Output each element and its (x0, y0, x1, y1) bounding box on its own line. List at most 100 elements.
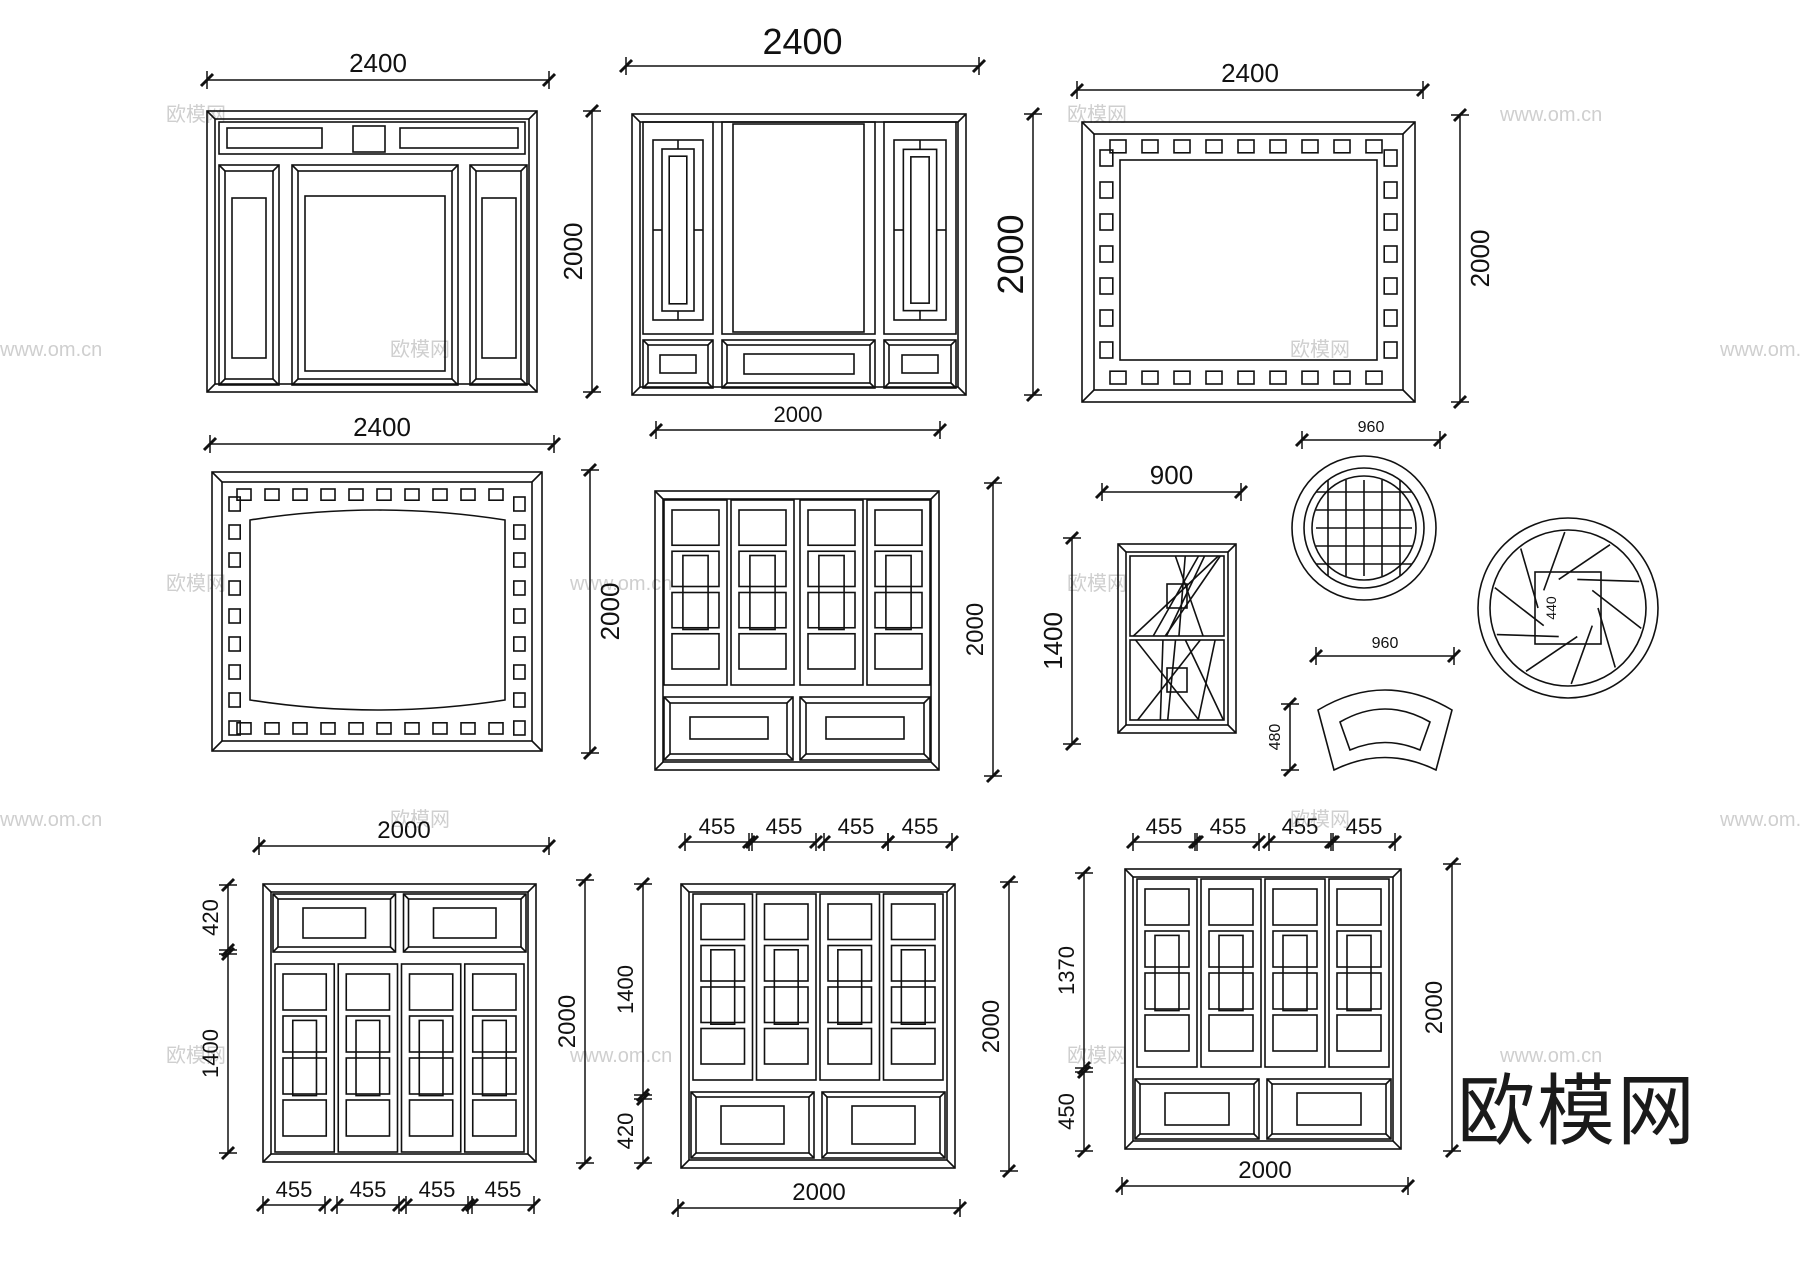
miter-line (292, 165, 298, 171)
dimension-label: 2000 (774, 402, 823, 427)
dimension-label: 2000 (1238, 1157, 1291, 1184)
miter-line (924, 754, 930, 760)
dimension-horizontal: 2000 (650, 402, 946, 439)
dimension-horizontal: 2400 (201, 48, 555, 89)
border-fret (229, 637, 240, 651)
border-fret (229, 581, 240, 595)
cracked-ice-bar (1495, 588, 1544, 626)
dimension-label: 2000 (962, 603, 989, 656)
dimension-vertical: 450 (1054, 1066, 1093, 1157)
dimension-horizontal: 455 (257, 1177, 331, 1214)
dimension-vertical: 1370 (1054, 867, 1093, 1074)
dimension-label: 1400 (198, 1029, 223, 1078)
border-fret (237, 723, 251, 734)
fret-cell (1209, 973, 1253, 1009)
border-fret (321, 489, 335, 500)
fret-cell (672, 593, 719, 628)
fan-window-inner (1340, 709, 1430, 750)
miter-line (528, 884, 536, 892)
border-fret (1384, 150, 1397, 166)
fret-cell (765, 1029, 809, 1065)
transom-panel (273, 894, 396, 952)
cracked-ice-bar (1160, 640, 1163, 720)
fret-cell (892, 946, 936, 982)
dimension-horizontal: 455 (1127, 814, 1201, 851)
fret-cell (808, 510, 855, 545)
border-fret (1334, 140, 1350, 153)
fret-cell (875, 593, 922, 628)
miter-line (947, 884, 955, 892)
border-fret (514, 553, 525, 567)
dimension-vertical: 2000 (554, 874, 594, 1169)
border-fret (1142, 371, 1158, 384)
inner-frame (1094, 134, 1403, 390)
frame-line (400, 128, 518, 148)
border-fret (514, 721, 525, 735)
outer-frame (655, 491, 939, 770)
frame-line (1297, 1093, 1361, 1125)
dimension-vertical: 2000 (581, 464, 625, 759)
miter-line (470, 165, 476, 171)
fret-cell (875, 634, 922, 669)
miter-line (273, 165, 279, 171)
frame-line (721, 1106, 784, 1144)
miter-line (1228, 544, 1236, 552)
fret-cell (283, 1058, 326, 1094)
fret-cell (1145, 889, 1189, 925)
inner-frame (648, 345, 708, 383)
fret-cell (701, 987, 745, 1023)
fret-cell (892, 904, 936, 940)
fret-cell (1273, 889, 1317, 925)
fret-cell (892, 987, 936, 1023)
border-fret (1238, 140, 1254, 153)
fret-cell (828, 904, 872, 940)
border-fret (514, 497, 525, 511)
fret-cell (410, 1100, 453, 1136)
border-fret (1110, 371, 1126, 384)
miter-line (1118, 544, 1126, 552)
border-fret (1174, 140, 1190, 153)
fret-cell (1209, 1015, 1253, 1051)
fret-cell (283, 1100, 326, 1136)
miter-line (681, 884, 689, 892)
dimension-horizontal: 455 (882, 814, 958, 851)
inner-frame (889, 345, 951, 383)
miter-line (931, 762, 939, 770)
fret-cell (808, 551, 855, 586)
dimension-label: 455 (276, 1177, 313, 1202)
brand-logo-text: 欧模网 (1457, 1049, 1697, 1161)
miter-line (1228, 725, 1236, 733)
dimension-label: 455 (1146, 814, 1183, 839)
lower-panel (1267, 1079, 1391, 1139)
lattice-inner (662, 149, 694, 311)
fret-cell (701, 904, 745, 940)
fret-cell (739, 510, 786, 545)
border-fret (1302, 371, 1318, 384)
miter-line (664, 697, 670, 703)
watermark-text: 欧模网 (1067, 1044, 1127, 1067)
cracked-ice-bar (1165, 556, 1220, 636)
border-fret (433, 489, 447, 500)
miter-line (212, 472, 222, 482)
outer-frame (263, 884, 536, 1162)
watermark-text: 欧模网 (166, 103, 226, 126)
fret-cell (828, 1029, 872, 1065)
dimension-label: 455 (766, 814, 803, 839)
miter-line (1125, 869, 1133, 877)
fret-cell (346, 1058, 389, 1094)
border-fret (514, 665, 525, 679)
miter-line (1125, 1141, 1133, 1149)
dimension-label: 455 (419, 1177, 456, 1202)
border-fret (229, 609, 240, 623)
border-fret (1384, 278, 1397, 294)
fret-cell (1337, 973, 1381, 1009)
miter-line (655, 762, 663, 770)
fret-cell (1145, 973, 1189, 1009)
fret-cell (672, 634, 719, 669)
border-fret (229, 497, 240, 511)
outer-frame (1118, 544, 1236, 733)
fret-cell (473, 974, 516, 1010)
dimension-label: 1400 (613, 965, 638, 1014)
dimension-label: 455 (902, 814, 939, 839)
fret-cell (1337, 1015, 1381, 1051)
